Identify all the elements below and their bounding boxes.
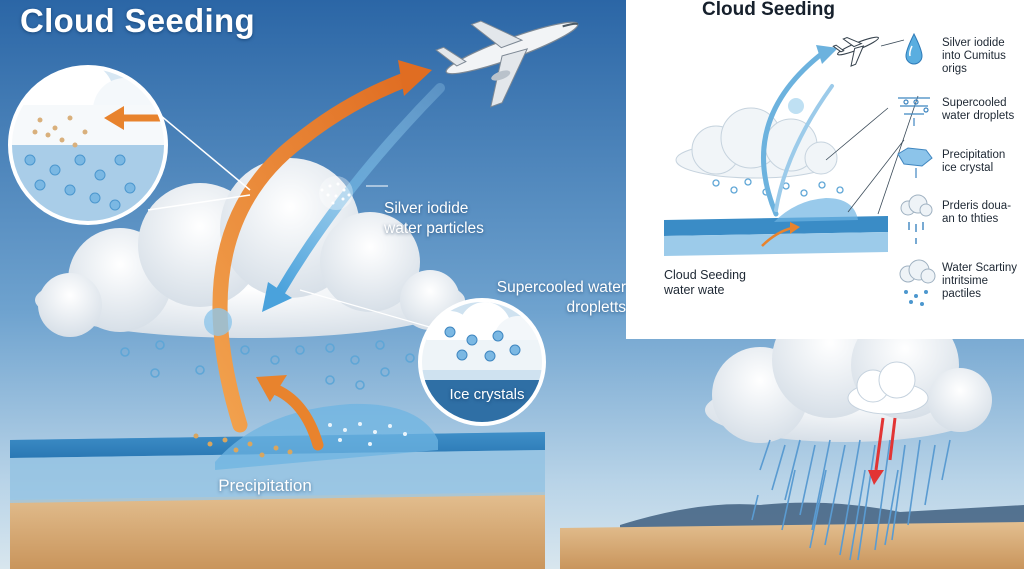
legend-line: pactiles bbox=[942, 288, 981, 300]
label-line: Supercooled water bbox=[496, 279, 626, 296]
legend-line: intritsime bbox=[942, 275, 989, 287]
rain-streaks bbox=[751, 439, 951, 561]
airplane-icon bbox=[435, 20, 579, 108]
label-ice-crystals: Ice crystals bbox=[449, 386, 525, 403]
legend-line: origs bbox=[942, 63, 967, 75]
water-dome bbox=[215, 403, 438, 470]
ice-crystal-icon bbox=[897, 147, 933, 178]
cloud-droplets bbox=[120, 340, 415, 390]
inset-panel: Cloud Seeding Cloud Seeding water wate S… bbox=[626, 0, 1024, 339]
blue-arrow bbox=[262, 83, 445, 312]
legend-line: Prderis doua- bbox=[942, 200, 1012, 212]
legend-line: water droplets bbox=[942, 110, 1015, 122]
label-line: water particles bbox=[384, 220, 484, 237]
silver-iodide-cluster bbox=[204, 176, 353, 336]
legend-item-supercooled: Supercooled water droplets bbox=[942, 97, 1014, 123]
legend-line: Precipitation bbox=[942, 149, 1006, 161]
water-ground-block bbox=[10, 432, 545, 569]
inset-airplane-icon bbox=[832, 36, 879, 67]
main-title: Cloud Seeding bbox=[20, 2, 255, 39]
inset-illustration bbox=[664, 32, 936, 306]
label-line: Silver iodide bbox=[384, 200, 469, 217]
legend-item-prderis: Prderis doua- an to thties bbox=[942, 200, 1011, 226]
rain-down-arrow bbox=[868, 417, 897, 485]
water-drop-icon bbox=[905, 32, 923, 65]
legend-line: Silver iodide bbox=[942, 37, 1005, 49]
label-supercooled: Supercooled water dropletts bbox=[466, 278, 626, 318]
caption-line: Cloud Seeding bbox=[664, 268, 747, 282]
legend-item-water-scartiny: Water Scartiny intritsime pactiles bbox=[942, 262, 1017, 301]
caption-line: water wate bbox=[664, 283, 725, 297]
legend-item-silver-iodide: Silver iodide into Cumitus origs bbox=[942, 37, 1006, 76]
legend-line: into Cumitus bbox=[942, 50, 1006, 62]
legend-line: ice crystal bbox=[942, 162, 994, 174]
magnifier-cloud-particles bbox=[8, 65, 251, 225]
label-silver-iodide: Silver iodide water particles bbox=[384, 199, 484, 239]
legend-item-precipitation: Precipitation ice crystal bbox=[942, 149, 1005, 175]
label-line: dropletts bbox=[566, 299, 626, 316]
legend-line: an to thties bbox=[942, 213, 999, 225]
legend-line: Water Scartiny bbox=[942, 262, 1017, 274]
droplets-layer-icon bbox=[898, 97, 930, 126]
legend-line: Supercooled bbox=[942, 97, 1007, 109]
desert-ground bbox=[560, 522, 1024, 569]
inset-caption: Cloud Seeding water wate bbox=[664, 268, 746, 298]
raining-cloud-icon bbox=[900, 194, 933, 244]
water-sparkles bbox=[328, 422, 407, 446]
ground-particles bbox=[193, 433, 293, 458]
orange-rising-arrow bbox=[256, 375, 324, 451]
main-cloud bbox=[35, 158, 465, 338]
inset-title: Cloud Seeding bbox=[702, 0, 835, 20]
particle-dots bbox=[320, 182, 351, 205]
drizzle-cloud-icon bbox=[899, 259, 936, 306]
label-precipitation: Precipitation bbox=[218, 476, 312, 495]
